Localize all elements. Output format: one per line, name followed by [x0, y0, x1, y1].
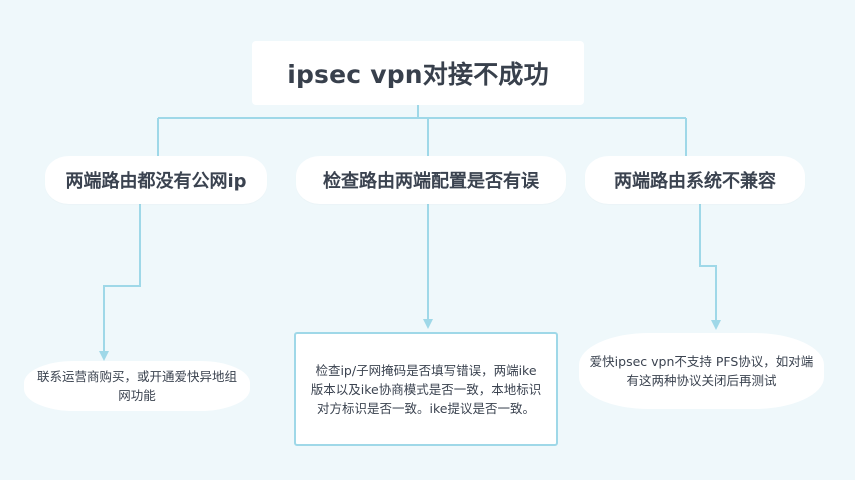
- leaf-disable-pfs-text: 爱快ipsec vpn不支持 PFS协议，如对端有这两种协议关闭后再测试: [589, 354, 814, 388]
- connector-category-3-to-leaf-3: [699, 204, 717, 321]
- category-no-public-ip[interactable]: 两端路由都没有公网ip: [45, 156, 267, 204]
- leaf-contact-isp-text: 联系运营商购买，或开通爱快异地组网功能: [36, 369, 237, 403]
- root-topic[interactable]: ipsec vpn对接不成功: [252, 41, 584, 105]
- category-check-config-label: 检查路由两端配置是否有误: [323, 171, 539, 192]
- leaf-check-ike-settings-text: 检查ip/子网掩码是否填写错误，两端ike版本以及ike协商模式是否一致，本地标…: [310, 362, 542, 416]
- leaf-check-ike-settings[interactable]: 检查ip/子网掩码是否填写错误，两端ike版本以及ike协商模式是否一致，本地标…: [294, 332, 558, 446]
- root-topic-label: ipsec vpn对接不成功: [287, 60, 549, 89]
- arrowhead-leaf-3: [711, 320, 721, 330]
- arrowhead-leaf-2: [423, 319, 433, 329]
- category-system-incompatible-label: 两端路由系统不兼容: [614, 171, 776, 192]
- leaf-check-ike-settings-body: 检查ip/子网掩码是否填写错误，两端ike版本以及ike协商模式是否一致，本地标…: [310, 352, 542, 426]
- category-check-config[interactable]: 检查路由两端配置是否有误: [296, 156, 566, 204]
- category-no-public-ip-label: 两端路由都没有公网ip: [65, 171, 247, 192]
- leaf-contact-isp[interactable]: 联系运营商购买，或开通爱快异地组网功能: [24, 361, 250, 411]
- category-system-incompatible[interactable]: 两端路由系统不兼容: [585, 156, 805, 204]
- connector-category-1-to-leaf-1: [103, 204, 141, 352]
- arrowhead-leaf-1: [99, 351, 109, 361]
- leaf-disable-pfs[interactable]: 爱快ipsec vpn不支持 PFS协议，如对端有这两种协议关闭后再测试: [579, 333, 824, 409]
- connector-root-to-categories: [157, 105, 687, 156]
